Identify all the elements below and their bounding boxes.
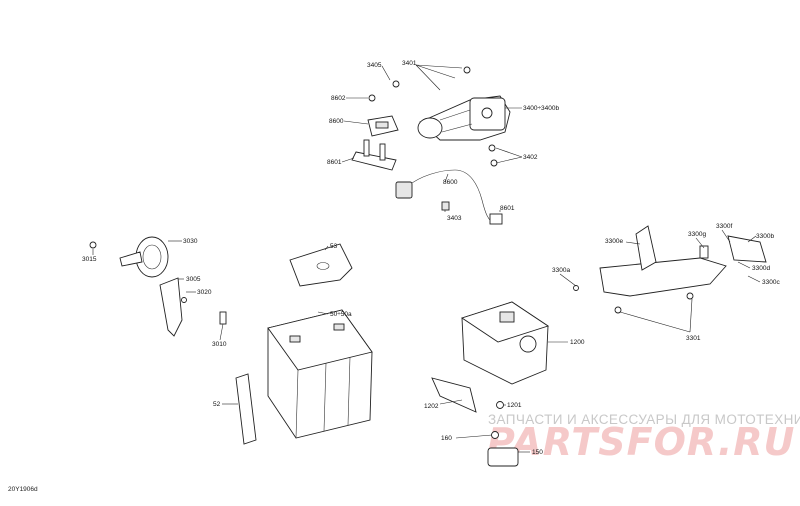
callout-1202: 1202	[424, 403, 439, 410]
horn-3030	[89, 236, 169, 278]
bracket-3300	[573, 225, 767, 314]
callout-3300b: 3300b	[756, 233, 774, 240]
sensor-8600	[367, 115, 399, 137]
battery-bracket-53	[289, 243, 353, 287]
callout-3005: 3005	[186, 276, 201, 283]
callout-3300f: 3300f	[716, 223, 732, 230]
callout-3401: 3401	[402, 60, 417, 67]
battery-50	[267, 309, 373, 439]
watermark-logo: PARTSFOR.RU	[487, 420, 795, 464]
callout-8600: 8600	[329, 118, 344, 125]
callout-3015: 3015	[82, 256, 97, 263]
callout-8601: 8601	[327, 159, 342, 166]
callout-1200: 1200	[570, 339, 585, 346]
callout-52: 52	[213, 401, 221, 408]
callout-3020: 3020	[197, 289, 212, 296]
callout-3300d: 3300d	[752, 265, 770, 272]
callout-3300a: 3300a	[552, 267, 570, 274]
callout-3402: 3402	[523, 154, 538, 161]
callout-3400: 3400÷3400b	[523, 105, 559, 112]
leader-lines	[92, 64, 761, 453]
actuator-motor-3400	[417, 95, 511, 141]
callout-3010: 3010	[212, 341, 227, 348]
watermark-tagline: ЗАПЧАСТИ И АКСЕССУАРЫ ДЛЯ МОТОТЕХНИКИ	[488, 412, 800, 427]
callout-3405: 3405	[367, 62, 382, 69]
callout-3403: 3403	[447, 215, 462, 222]
sensor-150	[487, 401, 519, 467]
callout-1201: 1201	[507, 402, 522, 409]
callout-160: 160	[441, 435, 452, 442]
bracket-8601	[351, 139, 397, 171]
callout-50: 50÷50a	[330, 311, 352, 318]
small-parts-top	[368, 66, 498, 211]
callout-8600b: 8600	[443, 179, 458, 186]
diagram-code: 20Y1906d	[8, 486, 38, 493]
abs-bracket-1202	[431, 377, 477, 413]
callout-8602: 8602	[331, 95, 346, 102]
callout-150: 150	[532, 449, 543, 456]
callout-3300g: 3300g	[688, 231, 706, 238]
callout-3301: 3301	[686, 335, 701, 342]
callout-3030: 3030	[183, 238, 198, 245]
abs-module-1200	[460, 301, 550, 385]
bracket-3005	[159, 277, 227, 337]
callout-8601b: 8601	[500, 205, 515, 212]
callout-3300c: 3300c	[762, 279, 780, 286]
battery-strap-52	[235, 373, 257, 445]
harness-8600	[395, 169, 503, 225]
callout-53: 53	[330, 243, 338, 250]
callout-3300e: 3300e	[605, 238, 623, 245]
